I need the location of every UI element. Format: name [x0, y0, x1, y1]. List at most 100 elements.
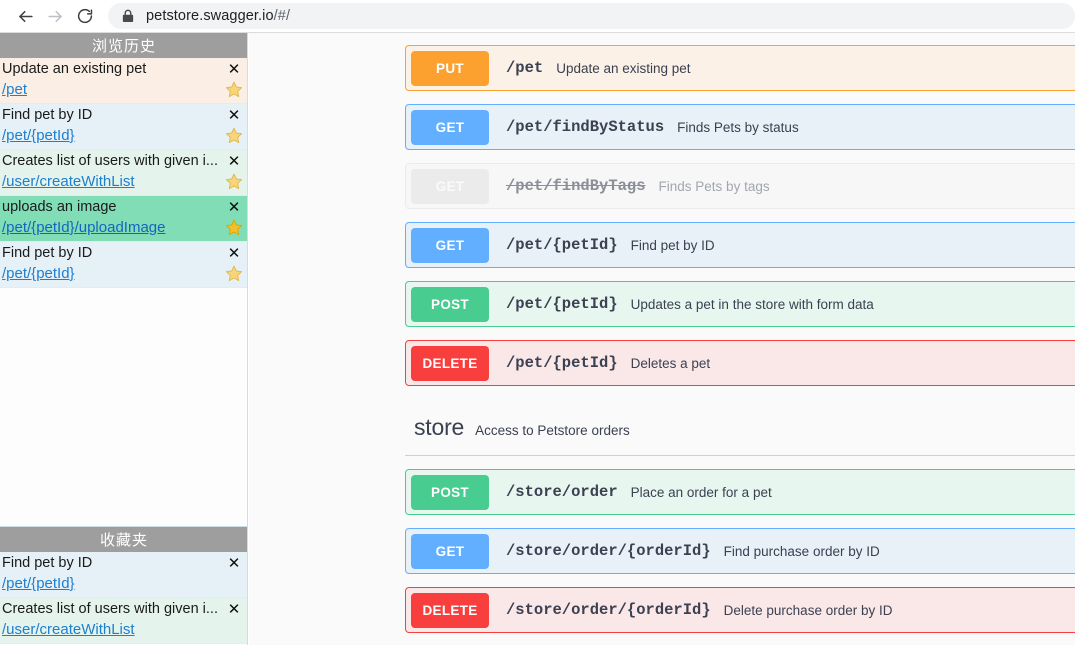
list-item[interactable]: Find pet by ID/pet/{petId} ✕ — [0, 552, 247, 598]
history-entry-list: Update an existing pet/pet✕Find pet by I… — [0, 58, 247, 288]
http-method-badge: GET — [411, 533, 489, 569]
operation-row[interactable]: GET/store/order/{orderId} Find purchase o… — [405, 528, 1075, 574]
operation-row[interactable]: PUT/pet Update an existing pet — [405, 45, 1075, 91]
operation-description: Find purchase order by ID — [723, 543, 880, 559]
store-tag-block: store Access to Petstore orders — [405, 408, 1075, 456]
operation-path: /pet/{petId} — [506, 236, 618, 254]
address-bar[interactable]: petstore.swagger.io/#/ — [108, 3, 1075, 29]
entry-summary: Creates list of users with given i... — [2, 601, 218, 617]
operation-description: Update an existing pet — [556, 60, 691, 76]
list-item[interactable]: uploads an image/pet/{petId}/uploadImage… — [0, 196, 247, 242]
row-spacer — [249, 150, 1075, 163]
operation-path: /store/order — [506, 483, 618, 501]
favorites-panel: 收藏夹 Find pet by ID/pet/{petId}✕Creates l… — [0, 527, 247, 645]
close-icon[interactable]: ✕ — [227, 197, 241, 216]
favorites-panel-title: 收藏夹 — [0, 527, 247, 552]
operation-description: Updates a pet in the store with form dat… — [630, 296, 874, 312]
operation-description: Finds Pets by status — [677, 119, 799, 135]
row-spacer — [249, 209, 1075, 222]
entry-path-link[interactable]: /pet/{petId} — [2, 575, 75, 592]
operation-path: /pet/findByStatus — [506, 118, 665, 136]
entry-path-link[interactable]: /pet/{petId}/uploadImage — [2, 219, 166, 236]
reload-icon — [76, 7, 94, 25]
close-icon[interactable]: ✕ — [227, 59, 241, 78]
star-icon[interactable] — [224, 217, 244, 237]
back-button[interactable] — [10, 1, 40, 31]
list-item[interactable]: Find pet by ID/pet/{petId} ✕ — [0, 242, 247, 288]
operation-description: Finds Pets by tags — [658, 178, 770, 194]
sidebar: 浏览历史 Update an existing pet/pet✕Find pet… — [0, 33, 248, 645]
operation-row[interactable]: GET/pet/findByStatus Finds Pets by status — [405, 104, 1075, 150]
operation-path: /pet/{petId} — [506, 354, 618, 372]
entry-path-link[interactable]: /pet/{petId} — [2, 127, 75, 144]
operation-path: /pet/findByTags — [506, 177, 646, 195]
operation-path: /store/order/{orderId} — [506, 601, 711, 619]
entry-path-link[interactable]: /user/createWithList — [2, 173, 135, 190]
entry-summary: Find pet by ID — [2, 245, 93, 261]
store-tag-header[interactable]: store Access to Petstore orders — [405, 408, 1075, 441]
reload-button[interactable] — [70, 1, 100, 31]
row-spacer — [249, 515, 1075, 528]
operation-row[interactable]: GET/pet/{petId} Find pet by ID — [405, 222, 1075, 268]
entry-path-link[interactable]: /user/createWithList — [2, 621, 135, 638]
back-arrow-icon — [16, 7, 35, 26]
operation-description: Find pet by ID — [630, 237, 715, 253]
http-method-badge: DELETE — [411, 592, 489, 628]
close-icon[interactable]: ✕ — [227, 243, 241, 262]
http-method-badge: GET — [411, 168, 489, 204]
browser-toolbar: petstore.swagger.io/#/ — [0, 0, 1075, 33]
operation-row[interactable]: DELETE/store/order/{orderId} Delete purch… — [405, 587, 1075, 633]
http-method-badge: GET — [411, 227, 489, 263]
http-method-badge: GET — [411, 109, 489, 145]
history-panel: 浏览历史 Update an existing pet/pet✕Find pet… — [0, 33, 247, 527]
star-icon[interactable] — [224, 263, 244, 283]
list-item[interactable]: Find pet by ID/pet/{petId} ✕ — [0, 104, 247, 150]
http-method-badge: POST — [411, 474, 489, 510]
row-spacer — [249, 268, 1075, 281]
row-spacer — [249, 574, 1075, 587]
forward-button[interactable] — [40, 1, 70, 31]
operation-row[interactable]: GET/pet/findByTags Finds Pets by tags — [405, 163, 1075, 209]
history-panel-title: 浏览历史 — [0, 33, 247, 58]
operation-path: /pet — [506, 59, 544, 77]
tag-description: Access to Petstore orders — [475, 423, 630, 438]
list-item[interactable]: Creates list of users with given i... /us… — [0, 150, 247, 196]
entry-path-link[interactable]: /pet/{petId} — [2, 265, 75, 282]
forward-arrow-icon — [46, 7, 65, 26]
list-item[interactable]: Update an existing pet/pet ✕ — [0, 58, 247, 104]
operation-row[interactable]: POST/pet/{petId}Updates a pet in the sto… — [405, 281, 1075, 327]
close-icon[interactable]: ✕ — [227, 105, 241, 124]
list-item[interactable]: Creates list of users with given i... /us… — [0, 598, 247, 644]
close-icon[interactable]: ✕ — [227, 553, 241, 572]
url-host: petstore.swagger.io — [146, 8, 274, 24]
row-spacer — [249, 327, 1075, 340]
tag-name: store — [414, 414, 465, 440]
operation-path: /store/order/{orderId} — [506, 542, 711, 560]
star-icon[interactable] — [224, 125, 244, 145]
http-method-badge: PUT — [411, 50, 489, 86]
url-text: petstore.swagger.io/#/ — [146, 8, 290, 24]
entry-summary: Find pet by ID — [2, 107, 93, 123]
tag-divider — [405, 455, 1075, 456]
entry-path-link[interactable]: /pet — [2, 81, 28, 98]
operation-path: /pet/{petId} — [506, 295, 618, 313]
entry-summary: Find pet by ID — [2, 555, 93, 571]
star-icon[interactable] — [224, 79, 244, 99]
row-spacer — [249, 91, 1075, 104]
http-method-badge: DELETE — [411, 345, 489, 381]
favorites-entry-list: Find pet by ID/pet/{petId}✕Creates list … — [0, 552, 247, 644]
operation-description: Deletes a pet — [630, 355, 711, 371]
entry-summary: uploads an image — [2, 199, 117, 215]
operation-description: Delete purchase order by ID — [723, 602, 893, 618]
entry-summary: Creates list of users with given i... — [2, 153, 218, 169]
entry-summary: Update an existing pet — [2, 61, 147, 77]
close-icon[interactable]: ✕ — [227, 151, 241, 170]
operation-row[interactable]: DELETE/pet/{petId} Deletes a pet — [405, 340, 1075, 386]
close-icon[interactable]: ✕ — [227, 599, 241, 618]
star-icon[interactable] — [224, 171, 244, 191]
